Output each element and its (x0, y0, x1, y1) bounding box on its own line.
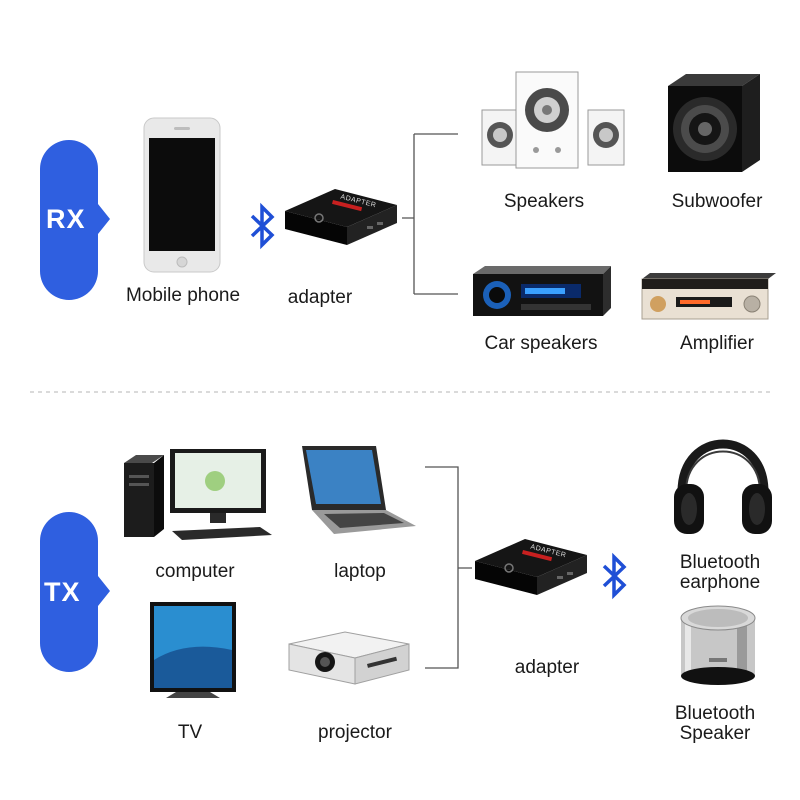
projector-label: projector (318, 722, 392, 743)
laptop-icon (302, 446, 416, 534)
phone-icon (143, 117, 221, 273)
subwoofer-icon (668, 74, 760, 172)
speakers-label: Speakers (503, 191, 585, 212)
tx-label: TX (44, 577, 81, 607)
computer-icon (124, 449, 272, 540)
tx-badge (40, 512, 110, 672)
projector-icon (288, 631, 410, 685)
bt-speaker-icon (680, 605, 756, 685)
bluetooth-icon (602, 552, 627, 600)
section-divider (30, 391, 772, 393)
car-stereo-icon (473, 266, 611, 316)
adapter-device-icon (285, 189, 397, 245)
speaker-icon (481, 71, 625, 169)
bluetooth-icon (250, 202, 275, 250)
amplifier-label: Amplifier (680, 333, 754, 354)
rx-badge (40, 140, 110, 300)
rx-label: RX (46, 204, 86, 234)
rx-adapter-label: adapter (287, 287, 353, 308)
tx-adapter-label: adapter (514, 657, 580, 678)
mobile-phone-label: Mobile phone (125, 285, 241, 306)
tv-label: TV (177, 722, 203, 743)
computer-label: computer (155, 561, 235, 582)
subwoofer-label: Subwoofer (671, 191, 763, 212)
tv-icon (150, 602, 236, 698)
bt-speaker-label-line2: Speaker (679, 723, 751, 744)
car-speakers-label: Car speakers (484, 333, 598, 354)
headphones-icon (674, 439, 772, 534)
bt-speaker-label-line1: Bluetooth (674, 703, 756, 724)
amplifier-icon (641, 273, 776, 320)
laptop-label: laptop (334, 561, 386, 582)
adapter-device-icon (475, 539, 587, 595)
bt-earphone-label-line1: Bluetooth (679, 552, 761, 573)
bt-earphone-label-line2: earphone (679, 572, 761, 593)
